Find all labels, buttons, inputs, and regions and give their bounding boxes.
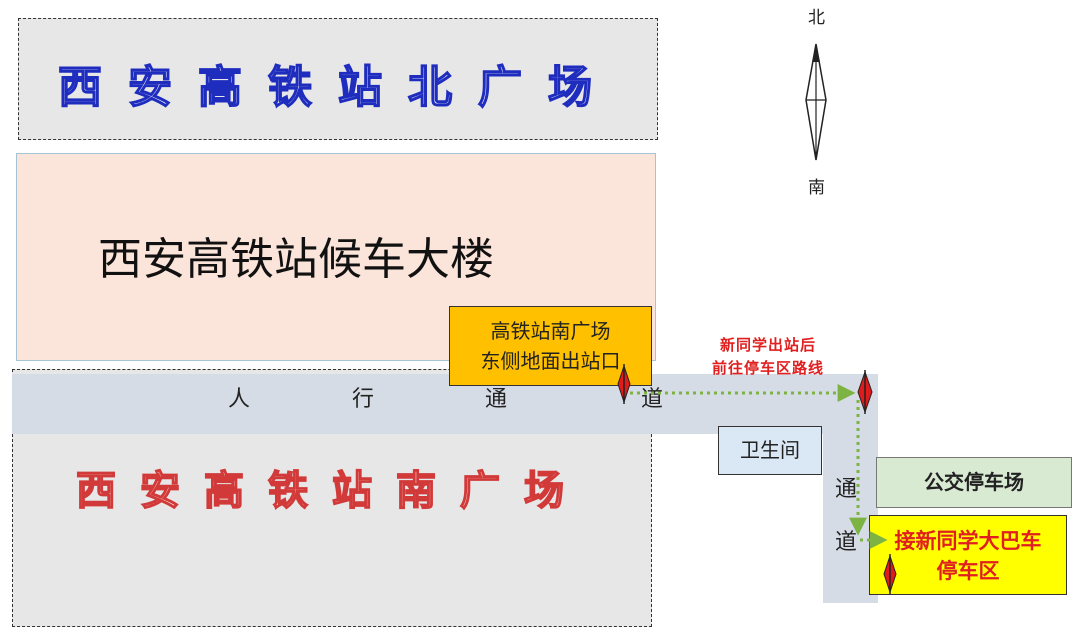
route-label-line2: 前往停车区路线	[711, 359, 824, 377]
north-plaza-label: 西安高铁站北广场	[57, 61, 618, 114]
shuttle-label-line1: 接新同学大巴车	[894, 529, 1042, 553]
shuttle-label-line2: 停车区	[936, 559, 1000, 583]
exit-marker-icon	[617, 364, 631, 404]
compass-arrow-icon	[805, 43, 827, 161]
walkway-char: 通	[835, 477, 858, 502]
exit-label-line1: 高铁站南广场	[490, 319, 611, 343]
exit-label-line2: 东侧地面出站口	[480, 349, 621, 373]
walkway-horizontal	[12, 374, 878, 434]
walkway-char: 道	[835, 530, 858, 555]
walkway-char: 人	[228, 387, 251, 412]
route-label: 新同学出站后 前往停车区路线	[668, 334, 868, 380]
shuttle-pickup-box: 接新同学大巴车 停车区	[869, 515, 1067, 595]
compass-north-label: 北	[808, 8, 825, 28]
compass-south-label: 南	[808, 178, 825, 198]
waiting-building-label: 西安高铁站候车大楼	[98, 234, 494, 285]
north-plaza	[18, 18, 658, 140]
shuttle-marker-icon	[883, 554, 897, 594]
exit-box: 高铁站南广场 东侧地面出站口	[449, 306, 652, 386]
south-plaza-label: 西安高铁站南广场	[75, 467, 588, 515]
turn-marker-icon	[857, 370, 873, 414]
bus-parking-box: 公交停车场	[876, 457, 1072, 508]
walkway-char: 行	[352, 387, 375, 412]
walkway-vertical	[823, 374, 878, 603]
route-label-line1: 新同学出站后	[719, 336, 816, 354]
walkway-char: 通	[485, 387, 508, 412]
toilet-box: 卫生间	[718, 426, 822, 475]
route-path	[630, 384, 888, 549]
